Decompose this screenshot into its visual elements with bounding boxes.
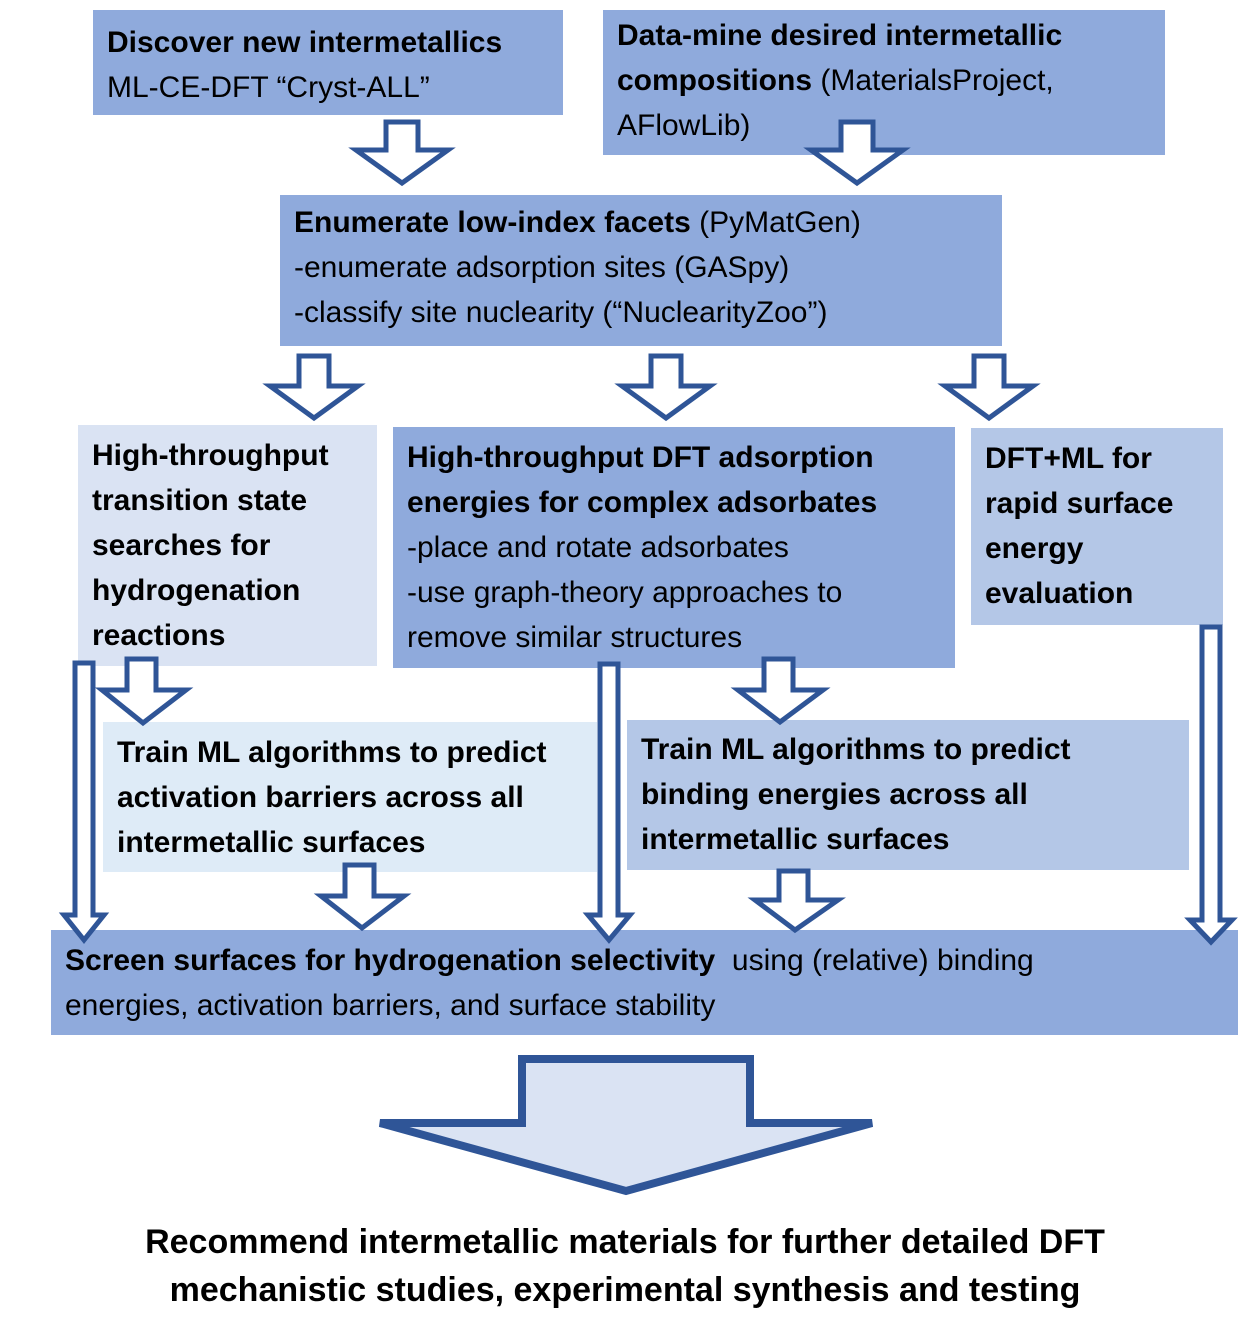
transition-state-box: High-throughput transition state searche… <box>78 425 377 666</box>
big-down-arrow-icon <box>378 1055 874 1196</box>
screen-title: Screen surfaces for hydrogenation select… <box>65 944 716 977</box>
down-arrow-icon <box>937 353 1041 422</box>
recommendation-line: mechanistic studies, experimental synthe… <box>169 1271 1081 1309</box>
dft-adsorption-item: -place and rotate adsorbates <box>407 531 789 564</box>
train-binding-line: intermetallic surfaces <box>641 823 950 856</box>
long-down-arrow-icon <box>582 661 636 944</box>
discover-box: Discover new intermetallics ML-CE-DFT “C… <box>93 10 563 115</box>
down-arrow-icon <box>262 353 366 422</box>
enumerate-item: -enumerate adsorption sites (GASpy) <box>294 251 790 284</box>
train-activation-line: activation barriers across all <box>117 781 524 814</box>
enumerate-item: -classify site nuclearity (“NuclearityZo… <box>294 296 828 329</box>
down-arrow-icon <box>803 119 911 187</box>
datamine-sources-cont: AFlowLib) <box>617 109 751 142</box>
train-binding-line: Train ML algorithms to predict <box>641 733 1071 766</box>
datamine-sources: (MaterialsProject, <box>812 64 1054 97</box>
discover-title: Discover new intermetallics <box>107 26 503 59</box>
discover-body: ML-CE-DFT “Cryst-ALL” <box>107 71 430 104</box>
enumerate-tool: (PyMatGen) <box>690 206 861 239</box>
dft-adsorption-title: High-throughput DFT adsorption <box>407 441 874 474</box>
enumerate-title: Enumerate low-index facets <box>294 206 691 239</box>
transition-line: searches for <box>92 529 271 562</box>
datamine-title-line1: Data-mine desired intermetallic <box>617 19 1063 52</box>
datamine-title-line2: compositions <box>617 64 813 97</box>
transition-line: reactions <box>92 619 226 652</box>
surface-energy-line: energy <box>985 532 1084 565</box>
down-arrow-icon <box>614 353 718 422</box>
down-arrow-icon <box>747 868 846 934</box>
train-activation-box: Train ML algorithms to predict activatio… <box>103 722 597 872</box>
down-arrow-icon <box>313 862 412 932</box>
recommendation-text: Recommend intermetallic materials for fu… <box>0 1218 1250 1314</box>
dft-adsorption-title: energies for complex adsorbates <box>407 486 878 519</box>
surface-energy-line: evaluation <box>985 577 1134 610</box>
train-binding-box: Train ML algorithms to predict binding e… <box>627 720 1189 870</box>
train-activation-line: intermetallic surfaces <box>117 826 426 859</box>
down-arrow-icon <box>94 656 194 727</box>
transition-line: transition state <box>92 484 308 517</box>
screen-body-cont: energies, activation barriers, and surfa… <box>65 989 716 1022</box>
screen-body: using (relative) binding <box>715 944 1034 977</box>
transition-line: High-throughput <box>92 439 329 472</box>
surface-energy-line: rapid surface <box>985 487 1174 520</box>
surface-energy-box: DFT+ML for rapid surface energy evaluati… <box>971 428 1223 625</box>
surface-energy-line: DFT+ML for <box>985 442 1152 475</box>
dft-adsorption-box: High-throughput DFT adsorption energies … <box>393 427 955 668</box>
train-binding-line: binding energies across all <box>641 778 1028 811</box>
down-arrow-icon <box>730 656 831 726</box>
long-down-arrow-icon <box>1184 624 1238 946</box>
dft-adsorption-item: -use graph-theory approaches to <box>407 576 843 609</box>
train-activation-line: Train ML algorithms to predict <box>117 736 547 769</box>
long-down-arrow-icon <box>58 660 110 945</box>
recommendation-line: Recommend intermetallic materials for fu… <box>145 1223 1105 1261</box>
datamine-box: Data-mine desired intermetallic composit… <box>603 10 1165 155</box>
dft-adsorption-item: remove similar structures <box>407 621 743 654</box>
down-arrow-icon <box>348 119 456 187</box>
screen-box: Screen surfaces for hydrogenation select… <box>51 930 1238 1035</box>
transition-line: hydrogenation <box>92 574 301 607</box>
enumerate-box: Enumerate low-index facets (PyMatGen) -e… <box>280 195 1002 346</box>
